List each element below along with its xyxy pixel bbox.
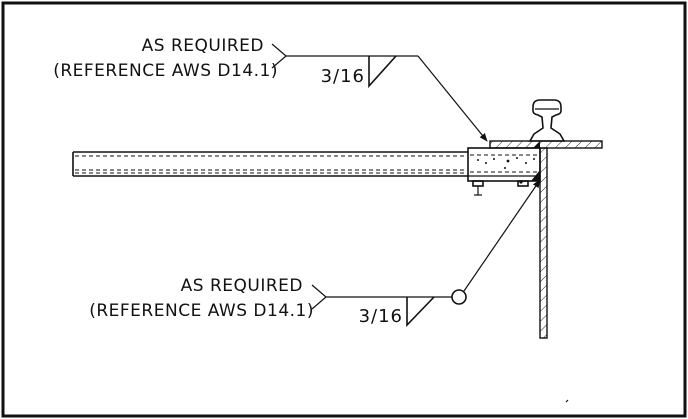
bottom-callout-line1: AS REQUIRED xyxy=(181,276,303,296)
top-leader-arrow xyxy=(417,55,488,142)
horizontal-member xyxy=(72,151,468,177)
rail-section xyxy=(528,99,566,142)
weld-all-around-circle xyxy=(451,289,467,305)
bottom-weld-callout: AS REQUIRED (REFERENCE AWS D14.1) 3/16 xyxy=(89,179,541,327)
bottom-callout-line2: (REFERENCE AWS D14.1) xyxy=(89,301,314,321)
vertical-web xyxy=(539,147,548,339)
top-weld-callout: AS REQUIRED (REFERENCE AWS D14.1) 3/16 xyxy=(53,36,488,142)
bottom-callout-tail xyxy=(311,284,327,310)
bottom-fillet-weld-symbol xyxy=(406,296,435,327)
stray-tick xyxy=(565,399,569,403)
end-bracket xyxy=(467,141,541,196)
top-flange-plate xyxy=(489,140,603,149)
top-fillet-weld-symbol xyxy=(368,55,397,89)
top-weld-size: 3/16 xyxy=(321,66,365,87)
top-callout-line2: (REFERENCE AWS D14.1) xyxy=(53,61,278,81)
bottom-leader-arrow xyxy=(463,179,541,292)
top-callout-line1: AS REQUIRED xyxy=(142,36,264,56)
bottom-weld-size: 3/16 xyxy=(359,306,403,327)
